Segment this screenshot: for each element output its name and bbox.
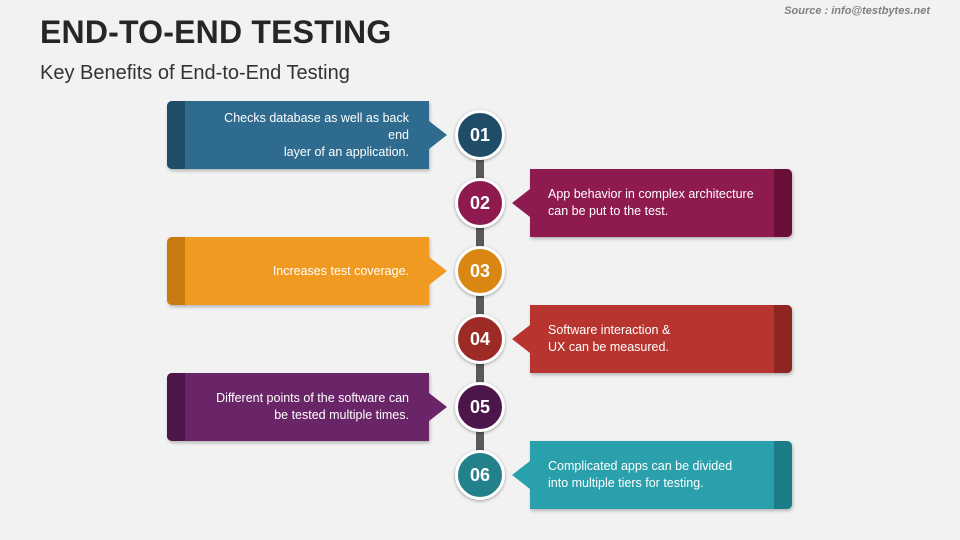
card-tab: [167, 237, 185, 305]
benefit-card-01: Checks database as well as back end laye…: [167, 101, 447, 169]
card-tab: [774, 169, 792, 237]
card-tab: [774, 441, 792, 509]
slide-title: END-TO-END TESTING: [40, 14, 392, 50]
card-pointer: [512, 461, 530, 489]
benefit-number-05: 05: [455, 382, 505, 432]
benefit-text: Software interaction & UX can be measure…: [548, 323, 671, 354]
source-credit: Source : info@testbytes.net: [784, 5, 930, 17]
benefit-text: Complicated apps can be divided into mul…: [548, 459, 733, 490]
benefit-card-06: Complicated apps can be divided into mul…: [512, 441, 792, 509]
benefit-card-02: App behavior in complex architecture can…: [512, 169, 792, 237]
benefit-text: Increases test coverage.: [272, 263, 409, 278]
benefit-card-03: Increases test coverage.: [167, 237, 447, 305]
benefit-text: Checks database as well as back end laye…: [224, 110, 409, 159]
benefit-number-02: 02: [455, 178, 505, 228]
benefit-number-04: 04: [455, 314, 505, 364]
benefit-number-01: 01: [455, 110, 505, 160]
benefit-card-05: Different points of the software can be …: [167, 373, 447, 441]
card-tab: [167, 373, 185, 441]
card-pointer: [512, 325, 530, 353]
timeline-connector: [476, 136, 484, 478]
card-pointer: [429, 393, 447, 421]
benefit-number-06: 06: [455, 450, 505, 500]
card-tab: [774, 305, 792, 373]
slide-subtitle: Key Benefits of End-to-End Testing: [40, 62, 350, 84]
benefit-text: App behavior in complex architecture can…: [548, 187, 754, 218]
benefit-number-03: 03: [455, 246, 505, 296]
card-tab: [167, 101, 185, 169]
card-pointer: [429, 121, 447, 149]
benefit-text: Different points of the software can be …: [216, 391, 409, 422]
card-pointer: [512, 189, 530, 217]
card-pointer: [429, 257, 447, 285]
benefit-card-04: Software interaction & UX can be measure…: [512, 305, 792, 373]
